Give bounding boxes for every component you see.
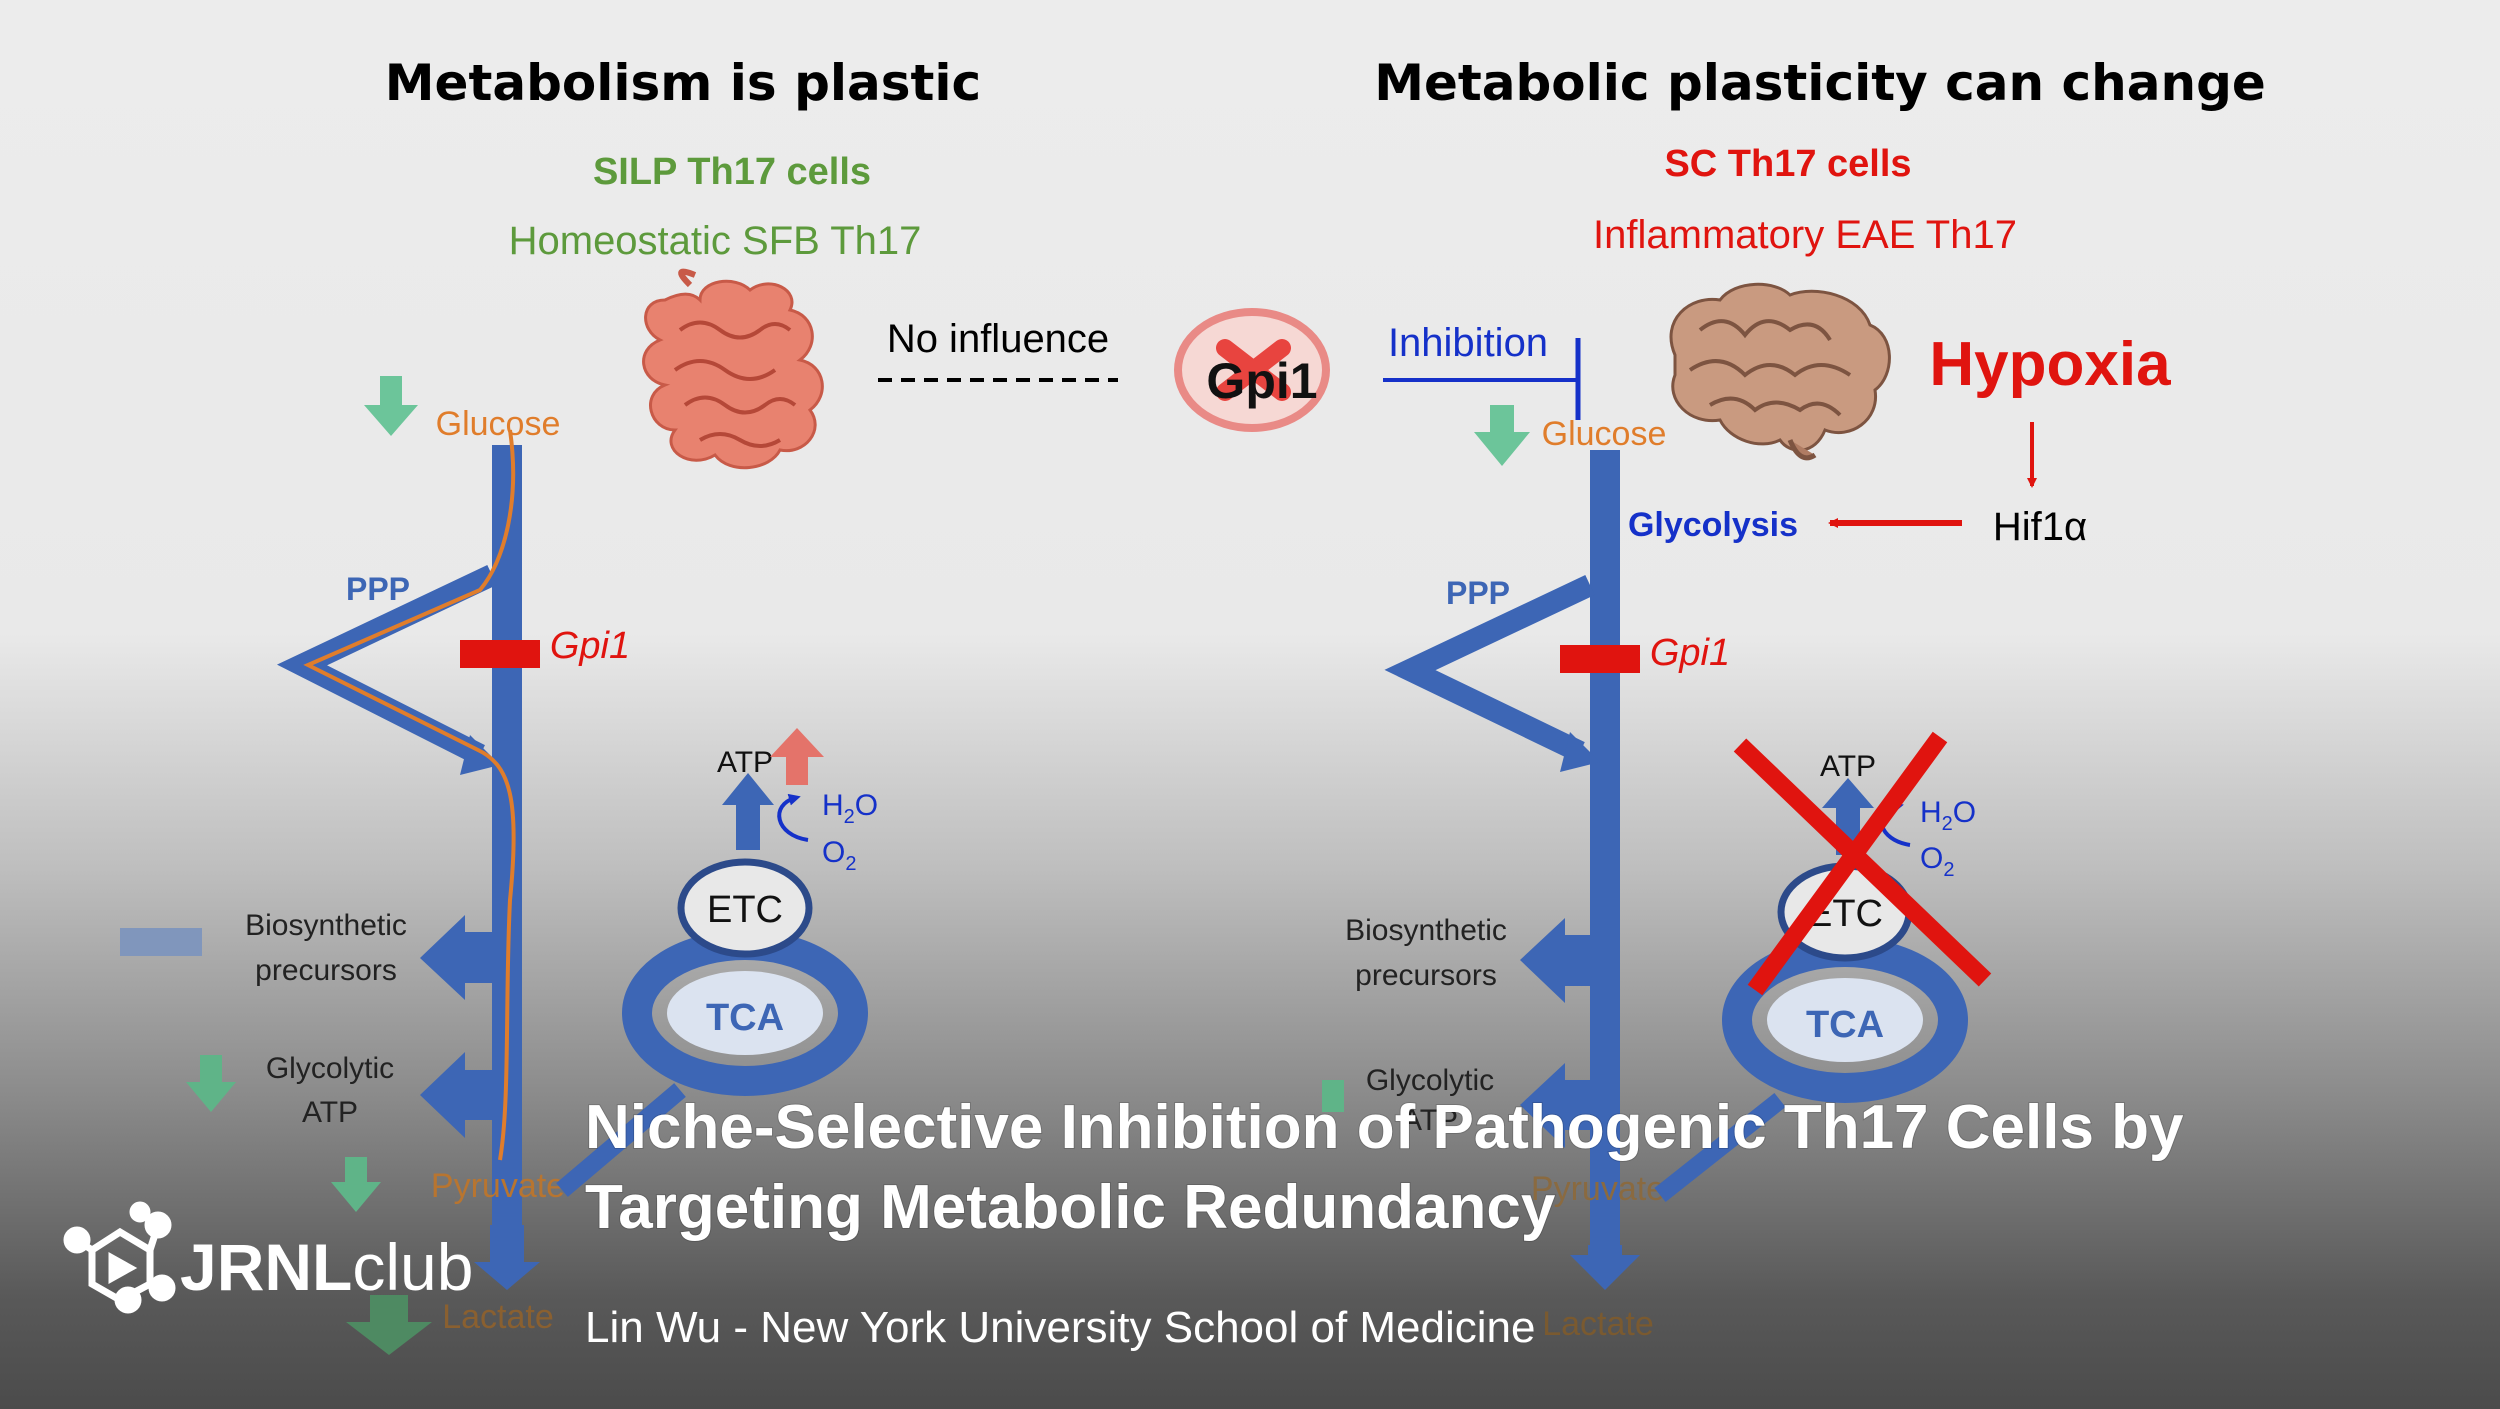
jrnlclub-logo: JRNLclub <box>63 1201 473 1314</box>
left-title: Metabolism is plastic <box>385 54 981 112</box>
left-atp-up-arrow <box>770 728 824 785</box>
byline: Lin Wu - New York University School of M… <box>585 1303 1536 1352</box>
hif1a-label: Hif1α <box>1993 505 2087 549</box>
right-glycolysis-label: Glycolysis <box>1628 506 1798 544</box>
right-gly-line1: Glycolytic <box>1366 1064 1494 1097</box>
right-pyruvate-label: Pyruvate <box>1531 1170 1665 1208</box>
left-subtitle-homeostatic: Homeostatic SFB Th17 <box>509 219 922 263</box>
right-glucose-down-arrow <box>1474 405 1530 466</box>
gpi1-knockout-badge: Gpi1 <box>1174 308 1330 432</box>
right-lactate-label: Lactate <box>1542 1305 1654 1343</box>
right-tca-label: TCA <box>1806 1004 1884 1046</box>
no-influence-label: No influence <box>887 317 1109 361</box>
left-glucose-down-arrow <box>364 376 418 436</box>
right-pathway: Glucose Glycolysis PPP Gpi1 Biosynthetic… <box>1322 405 1992 1343</box>
right-subtitle-sc: SC Th17 cells <box>1664 143 1911 185</box>
left-pathway: Glucose PPP Gpi1 Biosynthetic precursors… <box>120 376 878 1355</box>
right-bio-line1: Biosynthetic <box>1345 914 1507 947</box>
right-subtitle-eae: Inflammatory EAE Th17 <box>1593 213 2017 257</box>
right-atp-label: ATP <box>1820 750 1876 783</box>
right-gly-line2: ATP <box>1402 1104 1458 1137</box>
left-bio-line1: Biosynthetic <box>245 909 407 942</box>
right-bio-line2: precursors <box>1355 959 1497 992</box>
left-glucose-label: Glucose <box>436 405 561 443</box>
left-gpi1-label: Gpi1 <box>550 625 630 667</box>
right-glucose-label: Glucose <box>1542 415 1667 453</box>
headline-line1: Niche-Selective Inhibition of Pathogenic… <box>585 1093 2184 1162</box>
right-ppp-label: PPP <box>1446 575 1510 611</box>
left-lactate-label: Lactate <box>442 1298 554 1336</box>
right-gpi1-label: Gpi1 <box>1650 632 1730 674</box>
brain-icon <box>1669 282 1891 461</box>
left-bio-line2: precursors <box>255 954 397 987</box>
left-gly-line1: Glycolytic <box>266 1052 394 1085</box>
intestine-icon <box>642 268 824 470</box>
left-gly-line2: ATP <box>302 1096 358 1129</box>
right-h2o-label: H2O <box>1920 796 1976 835</box>
left-subtitle-silp: SILP Th17 cells <box>593 151 871 193</box>
headline-line2: Targeting Metabolic Redundancy <box>585 1173 1556 1242</box>
hypoxia-label: Hypoxia <box>1929 330 2171 399</box>
left-o2-label: O2 <box>822 836 856 875</box>
left-h2o-label: H2O <box>822 789 878 828</box>
left-decrease-bar <box>120 928 202 956</box>
left-atp-label: ATP <box>717 746 773 779</box>
gpi1-badge-label: Gpi1 <box>1206 353 1317 409</box>
right-o2-label: O2 <box>1920 842 1954 881</box>
logo-text: JRNLclub <box>180 1230 473 1304</box>
left-tca-label: TCA <box>706 997 784 1039</box>
left-pyruvate-label: Pyruvate <box>431 1167 565 1205</box>
molecule-icon <box>63 1201 176 1314</box>
left-ppp-label: PPP <box>346 571 410 607</box>
left-etc-label: ETC <box>707 889 783 931</box>
inhibition-label: Inhibition <box>1388 321 1548 365</box>
right-title: Metabolic plasticity can change <box>1374 54 2266 112</box>
etc-blocked-x-icon <box>1733 731 1992 996</box>
